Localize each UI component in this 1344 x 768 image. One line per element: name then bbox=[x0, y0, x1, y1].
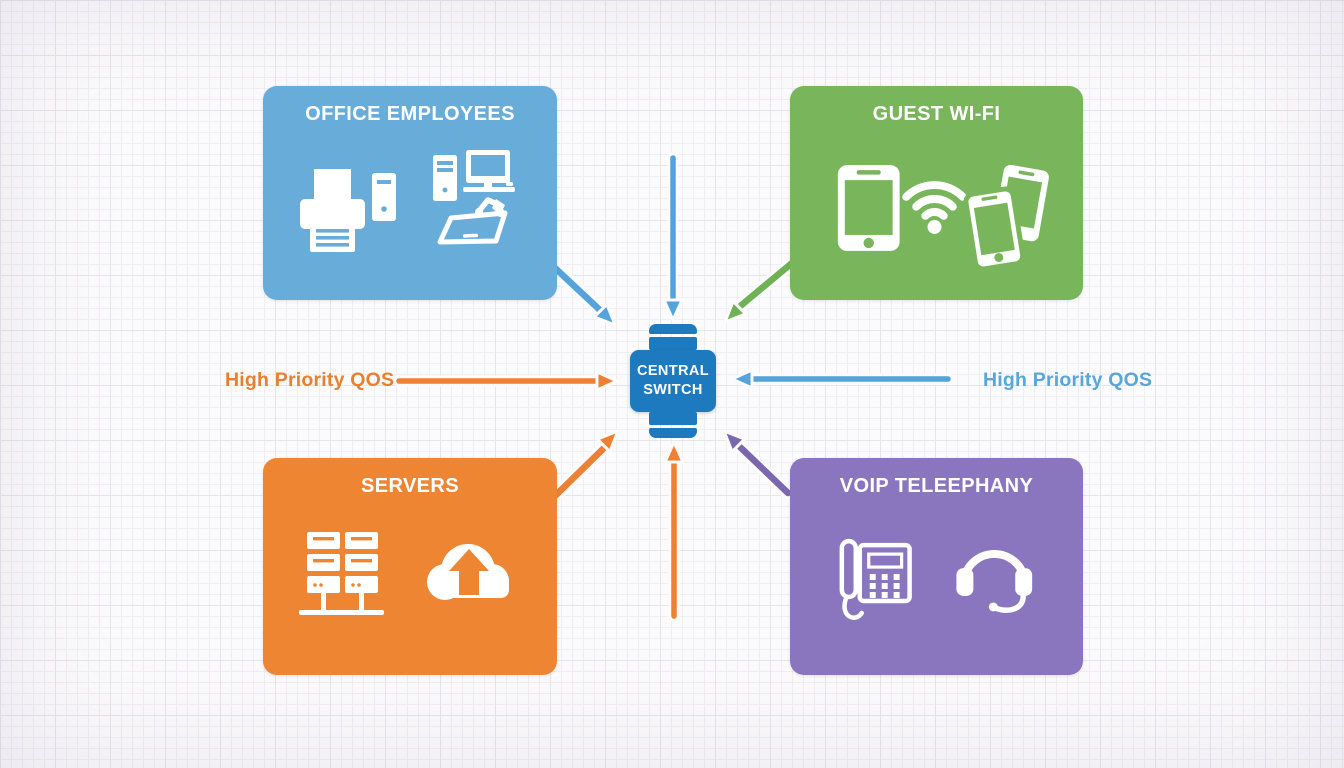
guest-icons bbox=[837, 164, 1049, 272]
node-office-employees: OFFICE EMPLOYEES bbox=[263, 86, 557, 300]
office-icons bbox=[300, 150, 515, 252]
node-servers: SERVERS bbox=[263, 458, 557, 675]
smartphone-icon bbox=[837, 165, 900, 251]
phones-pair-icon bbox=[963, 164, 1049, 272]
node-guest-wifi: GUEST WI-FI bbox=[790, 86, 1083, 300]
high-priority-qos-right-label: High Priority QOS bbox=[983, 369, 1153, 391]
wifi-icon bbox=[902, 181, 967, 234]
servers-icons bbox=[299, 532, 509, 615]
central-switch-label: CENTRAL SWITCH bbox=[630, 350, 716, 412]
switch-line1: CENTRAL bbox=[636, 363, 710, 379]
headset-icon bbox=[956, 549, 1033, 613]
desk-phone-icon bbox=[839, 538, 912, 620]
central-switch-node: CENTRAL SWITCH bbox=[630, 324, 716, 438]
server-rack-icon bbox=[299, 532, 384, 615]
guest-title: GUEST WI-FI bbox=[872, 103, 1001, 125]
switch-bottom-ports bbox=[649, 412, 697, 438]
switch-top-ports bbox=[649, 324, 697, 350]
servers-title: SERVERS bbox=[360, 475, 460, 497]
office-title: OFFICE EMPLOYEES bbox=[305, 103, 515, 125]
high-priority-qos-left-label: High Priority QOS bbox=[225, 369, 395, 391]
cloud-upload-icon bbox=[427, 544, 509, 600]
printer-icon bbox=[300, 169, 365, 252]
tower-pc-icon bbox=[372, 173, 396, 221]
voip-title: VOIP TELEEPHANY bbox=[839, 475, 1034, 497]
node-voip-telephony: VOIP TELEEPHANY bbox=[790, 458, 1083, 675]
workstation-icon bbox=[433, 150, 515, 201]
switch-line2: SWITCH bbox=[643, 382, 703, 398]
voip-icons bbox=[839, 538, 1033, 620]
drawing-tablet-icon bbox=[437, 197, 508, 245]
